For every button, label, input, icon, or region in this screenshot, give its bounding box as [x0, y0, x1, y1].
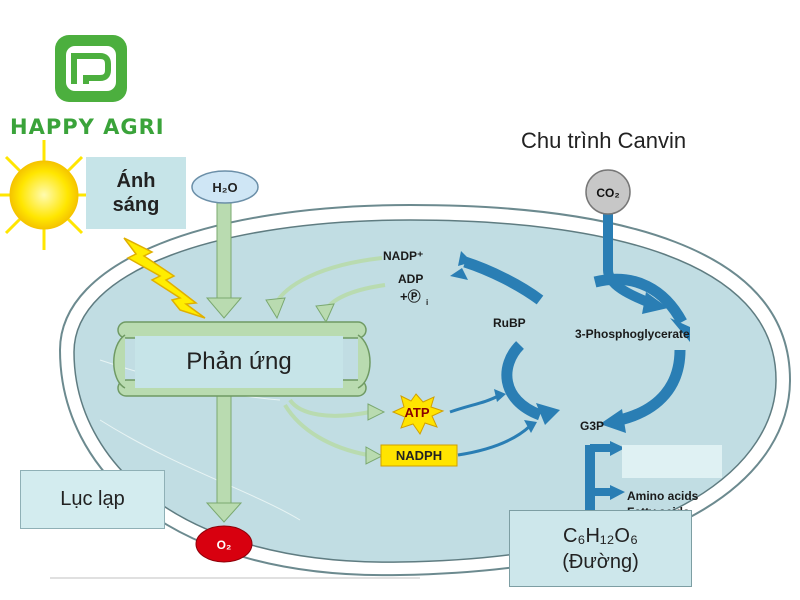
nadph-node: NADPH: [380, 444, 458, 467]
sugar-name: (Đường): [562, 550, 639, 573]
sun-icon: [0, 140, 98, 250]
pi-subscript: i: [426, 298, 428, 307]
co2-node: CO₂: [585, 169, 631, 215]
pi-label: +Ⓟ: [400, 289, 421, 304]
light-reaction-label: Phản ứng: [186, 348, 292, 375]
light-reaction-label-box: Phản ứng: [135, 336, 343, 388]
light-label-box: Ánh sáng: [86, 157, 186, 229]
rubp-label: RuBP: [493, 316, 526, 330]
brand-name: HAPPY AGRI: [10, 115, 165, 139]
co2-arrow: [603, 208, 668, 314]
pga-label: 3-Phosphoglycerate: [575, 327, 690, 341]
co2-label: CO₂: [596, 186, 619, 200]
sugar-product-box: C₆H₁₂O₆ (Đường): [509, 510, 692, 587]
lightning-icon: [123, 237, 206, 319]
oxygen-node: O₂: [195, 525, 253, 563]
light-label-line2: sáng: [112, 194, 160, 216]
water-label: H₂O: [212, 180, 237, 195]
calvin-cycle-heads: [450, 251, 690, 433]
amino-acids-label: Amino acids: [627, 489, 699, 503]
nadp-label: NADP⁺: [383, 249, 423, 263]
light-product-arrows: [283, 398, 386, 465]
light-label-line1: Ánh: [116, 170, 156, 192]
nadph-label: NADPH: [396, 448, 442, 463]
adp-label: ADP: [398, 272, 423, 286]
chloroplast-label: Lục lạp: [60, 488, 125, 510]
calvin-cycle-arrows: [463, 256, 687, 426]
chloroplast-label-box: Lục lạp: [20, 470, 165, 529]
sugar-formula: C₆H₁₂O₆: [562, 524, 639, 547]
oxygen-label: O₂: [217, 538, 232, 552]
diagram-title: Chu trình Canvin: [521, 128, 687, 153]
oxygen-arrow: [205, 389, 243, 523]
blank-label-box: [622, 445, 722, 478]
logo-icon: [55, 35, 127, 102]
atp-label: ATP: [404, 405, 429, 420]
water-node: H₂O: [191, 170, 259, 204]
energy-to-cycle-arrows: [449, 389, 537, 457]
g3p-label: G3P: [580, 419, 604, 433]
return-arrows: [265, 256, 386, 324]
atp-node: ATP: [391, 393, 445, 436]
